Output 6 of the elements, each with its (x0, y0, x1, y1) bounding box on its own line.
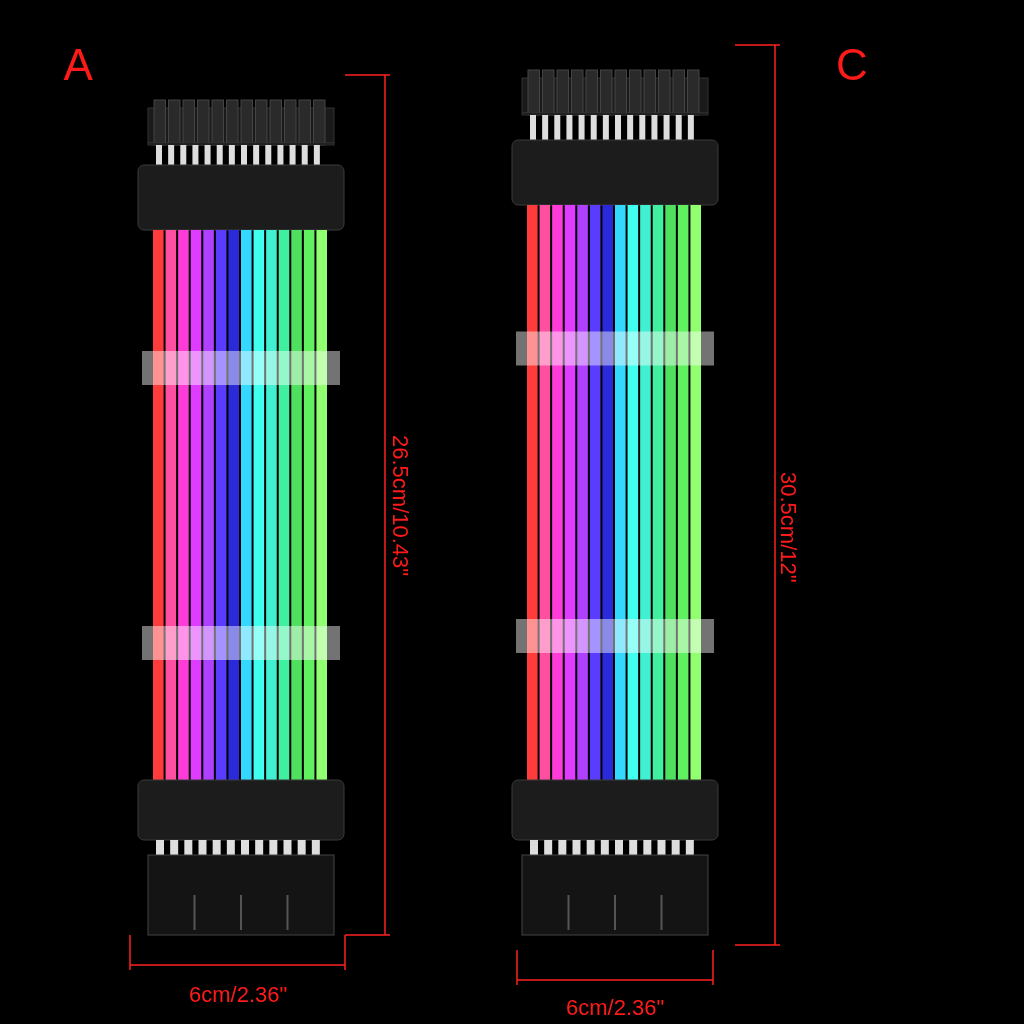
dimension-label: 26.5cm/10.43" (389, 434, 411, 576)
dimension-label: 6cm/2.36" (189, 984, 288, 1006)
panel-letter: A (63, 43, 93, 87)
dimension-label: 6cm/2.36" (566, 997, 665, 1019)
panel-letter: C (836, 43, 868, 87)
dimension-label: 30.5cm/12" (777, 471, 799, 583)
